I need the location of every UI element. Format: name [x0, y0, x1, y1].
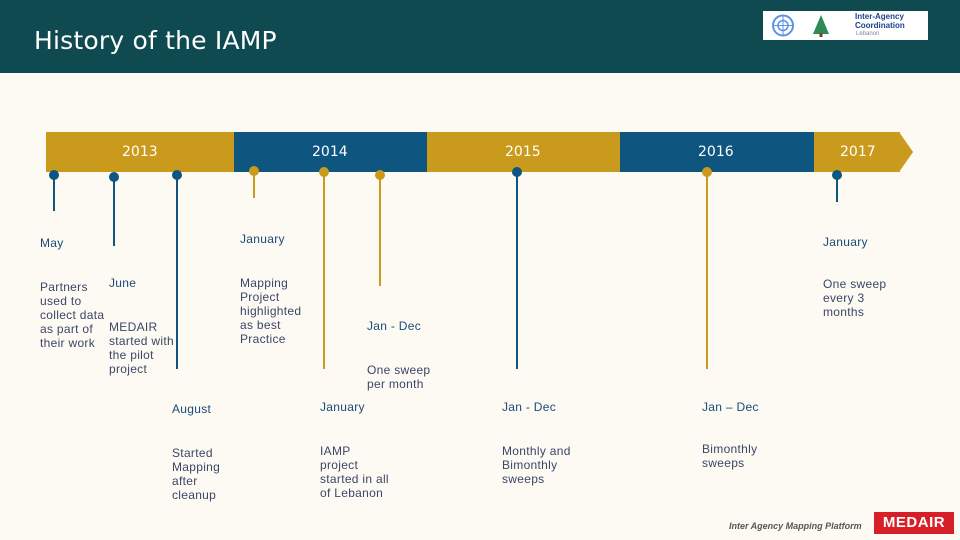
event-january-2014-iamp: January IAMP project started in all of L… — [320, 372, 389, 514]
event-january-2014: January Mapping Project highlighted as b… — [240, 204, 301, 360]
logo-org-text: Inter-Agency Coordination — [855, 12, 905, 30]
event-body: One sweep every 3 months — [823, 277, 887, 319]
event-body: One sweep per month — [367, 363, 431, 391]
year-band-2016: 2016 — [620, 132, 814, 172]
event-connector — [253, 172, 255, 198]
event-connector — [516, 176, 518, 369]
event-marker — [702, 167, 712, 177]
un-emblem-icon — [772, 14, 794, 37]
event-marker — [375, 170, 385, 180]
year-label: 2015 — [505, 144, 541, 160]
event-january-2017: January One sweep every 3 months — [823, 207, 886, 333]
event-jan-dec-2015: Jan - Dec Monthly and Bimonthly sweeps — [502, 372, 571, 500]
event-connector — [113, 176, 115, 246]
timeline-arrow-icon — [899, 132, 913, 172]
event-body: Partners used to collect data as part of… — [40, 280, 105, 350]
event-body: Monthly and Bimonthly sweeps — [502, 444, 571, 486]
event-body: MEDAIR started with the pilot project — [109, 320, 174, 376]
event-marker — [319, 167, 329, 177]
event-title: June — [109, 276, 137, 290]
event-title: January — [823, 235, 868, 249]
event-title: Jan - Dec — [502, 400, 557, 414]
event-jan-dec-2016: Jan – Dec Bimonthly sweeps — [702, 372, 759, 484]
partner-logos: Inter-Agency Coordination Lebanon — [763, 11, 928, 40]
event-connector — [706, 176, 708, 369]
event-body: Bimonthly sweeps — [702, 442, 758, 470]
footer-platform-name: Inter Agency Mapping Platform — [729, 521, 862, 531]
event-connector — [379, 176, 381, 286]
event-title: January — [240, 232, 285, 246]
event-june-2013: June MEDAIR started with the pilot proje… — [109, 248, 174, 390]
page-title: History of the IAMP — [34, 26, 277, 55]
event-body: IAMP project started in all of Lebanon — [320, 444, 389, 500]
event-marker — [172, 170, 182, 180]
header-bar: History of the IAMP Inter-Agency Coordin… — [0, 0, 960, 73]
event-connector — [836, 176, 838, 202]
event-title: August — [172, 402, 212, 416]
event-marker — [249, 166, 259, 176]
year-band-2013: 2013 — [46, 132, 234, 172]
event-title: Jan - Dec — [367, 319, 422, 333]
year-label: 2013 — [122, 144, 158, 160]
event-connector — [176, 176, 178, 369]
event-title: May — [40, 236, 64, 250]
event-title: Jan – Dec — [702, 400, 759, 414]
year-band-2014: 2014 — [234, 132, 427, 172]
year-label: 2017 — [840, 144, 876, 160]
logo-sub-text: Lebanon — [856, 31, 880, 37]
event-body: Mapping Project highlighted as best Prac… — [240, 276, 302, 346]
event-body: Started Mapping after cleanup — [172, 446, 221, 502]
event-marker — [49, 170, 59, 180]
event-may-2013: May Partners used to collect data as par… — [40, 208, 104, 364]
event-marker — [109, 172, 119, 182]
event-connector — [53, 173, 55, 211]
cedar-tree-icon — [813, 15, 829, 37]
medair-logo: MEDAIR — [874, 512, 954, 534]
year-band-2015: 2015 — [427, 132, 620, 172]
event-connector — [323, 176, 325, 369]
year-label: 2014 — [312, 144, 348, 160]
event-august-2013: August Started Mapping after cleanup — [172, 374, 220, 516]
year-band-2017: 2017 — [814, 132, 900, 172]
event-marker — [512, 167, 522, 177]
event-title: January — [320, 400, 365, 414]
event-marker — [832, 170, 842, 180]
year-label: 2016 — [698, 144, 734, 160]
event-jan-dec-2014: Jan - Dec One sweep per month — [367, 291, 430, 405]
